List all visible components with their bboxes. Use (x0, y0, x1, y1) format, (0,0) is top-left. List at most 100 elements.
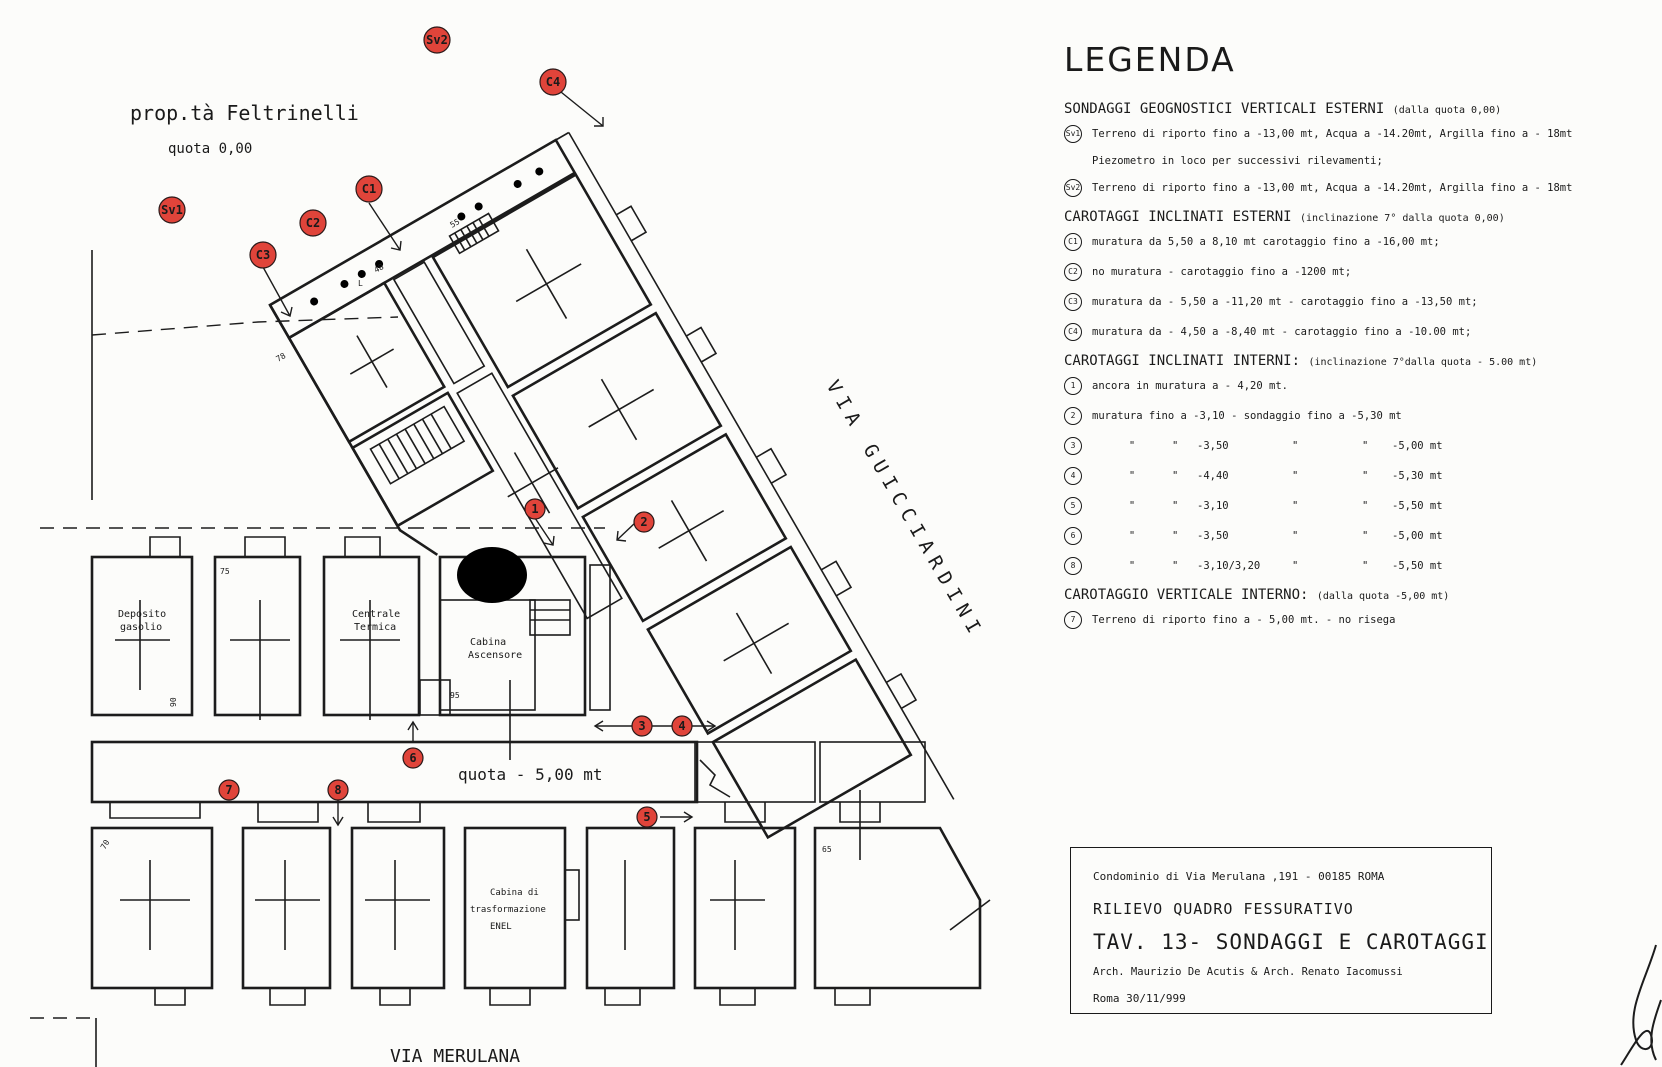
legend-internal-row: 5""-3,10""-5,50 mt (1064, 497, 1620, 515)
marker-4: 4 (671, 715, 693, 737)
property-level: quota 0,00 (168, 141, 252, 157)
marker-6: 6 (402, 747, 424, 769)
dim-48: 48 (373, 262, 386, 275)
svg-text:1: 1 (531, 502, 538, 516)
svg-text:5: 5 (643, 810, 650, 824)
sv2-symbol-icon: Sv2 (1064, 179, 1082, 197)
ditto-mark: " (1292, 500, 1299, 512)
room-enel-3: ENEL (490, 922, 512, 932)
title-survey: RILIEVO QUADRO FESSURATIVO (1093, 900, 1354, 918)
section-title: CAROTAGGI INCLINATI ESTERNI (1064, 209, 1292, 225)
sv2-text: Terreno di riporto fino a -13,00 mt, Acq… (1092, 182, 1573, 194)
c2-symbol-icon: C2 (1064, 263, 1082, 281)
legend-sv1: Sv1 Terreno di riporto fino a -13,00 mt,… (1064, 125, 1620, 143)
sv1-note: Piezometro in loco per successivi rileva… (1092, 155, 1383, 167)
dim-70: 70 (99, 838, 112, 851)
section-title: SONDAGGI GEOGNOSTICI VERTICALI ESTERNI (1064, 101, 1385, 117)
dim-55: 55 (449, 217, 462, 230)
dim-65: 65 (822, 845, 832, 854)
ditto-mark: " (1362, 500, 1369, 512)
dim-90: 90 (169, 697, 178, 707)
depth-from: -3,50 (1197, 530, 1229, 542)
svg-text:2: 2 (640, 515, 647, 529)
title-block: Condominio di Via Merulana ,191 - 00185 … (1070, 847, 1492, 1014)
section-note: (inclinazione 7° dalla quota 0,00) (1300, 213, 1505, 224)
i2-text: muratura fino a -3,10 - sondaggio fino a… (1092, 410, 1402, 422)
svg-text:Sv2: Sv2 (426, 33, 448, 47)
ditto-mark: " (1172, 560, 1179, 572)
svg-text:C1: C1 (362, 182, 376, 196)
legend-sv2: Sv2 Terreno di riporto fino a -13,00 mt,… (1064, 179, 1620, 197)
street-via-guicciardini: VIA GUICCIARDINI (822, 377, 989, 644)
depth-to: -5,50 mt (1392, 500, 1443, 512)
depth-to: -5,00 mt (1392, 440, 1443, 452)
sv1-symbol-icon: Sv1 (1064, 125, 1082, 143)
marker-5: 5 (636, 806, 658, 828)
c2-text: no muratura - carotaggio fino a -1200 mt… (1092, 266, 1352, 278)
svg-text:6: 6 (409, 751, 416, 765)
legend-internal-row: 6""-3,50""-5,00 mt (1064, 527, 1620, 545)
legend: LEGENDA SONDAGGI GEOGNOSTICI VERTICALI E… (1060, 40, 1620, 641)
dim-78: 78 (275, 351, 288, 364)
svg-text:8: 8 (334, 783, 341, 797)
svg-text:C2: C2 (306, 216, 320, 230)
probe-number-icon: 5 (1064, 497, 1082, 515)
ditto-mark: " (1172, 440, 1179, 452)
depth-to: -5,50 mt (1392, 560, 1443, 572)
marker-3: 3 (631, 715, 653, 737)
probe-number-icon: 6 (1064, 527, 1082, 545)
ditto-mark: " (1172, 500, 1179, 512)
section-title: CAROTAGGI INCLINATI INTERNI: (1064, 353, 1301, 369)
v7-text: Terreno di riporto fino a - 5,00 mt. - n… (1092, 614, 1396, 626)
title-architects: Arch. Maurizio De Acutis & Arch. Renato … (1093, 966, 1403, 978)
title-address: Condominio di Via Merulana ,191 - 00185 … (1093, 870, 1385, 883)
i1-text: ancora in muratura a - 4,20 mt. (1092, 380, 1288, 392)
ditto-mark: " (1362, 440, 1369, 452)
depth-to: -5,30 mt (1392, 470, 1443, 482)
legend-internal-row: 8""-3,10/3,20""-5,50 mt (1064, 557, 1620, 575)
probe-markers: Sv2 Sv1 C4 C1 C2 C3 1 2 3 4 5 6 7 8 (158, 26, 693, 828)
room-centrale-1: Centrale (352, 609, 400, 620)
probe-number-icon: 8 (1064, 557, 1082, 575)
section-title: CAROTAGGIO VERTICALE INTERNO: (1064, 587, 1309, 603)
street-via-merulana: VIA MERULANA (390, 1046, 520, 1067)
ditto-mark: " (1128, 530, 1136, 542)
ditto-mark: " (1172, 530, 1179, 542)
svg-text:Sv1: Sv1 (161, 203, 183, 217)
c1-text: muratura da 5,50 a 8,10 mt carotaggio fi… (1092, 236, 1440, 248)
marker-c1: C1 (355, 175, 383, 203)
dim-95: 95 (450, 691, 460, 700)
legend-internal-row: 4""-4,40""-5,30 mt (1064, 467, 1620, 485)
marker-c3: C3 (249, 241, 277, 269)
legend-section-vertical-external: SONDAGGI GEOGNOSTICI VERTICALI ESTERNI (… (1064, 101, 1620, 117)
title-date: Roma 30/11/999 (1093, 992, 1186, 1005)
room-centrale-2: Termica (354, 622, 396, 633)
room-cabina-asc-1: Cabina (470, 637, 506, 648)
c4-symbol-icon: C4 (1064, 323, 1082, 341)
legend-section-vertical-internal: CAROTAGGIO VERTICALE INTERNO: (dalla quo… (1064, 587, 1620, 603)
marker-8: 8 (327, 779, 349, 801)
probe-7-symbol-icon: 7 (1064, 611, 1082, 629)
sv1-text: Terreno di riporto fino a -13,00 mt, Acq… (1092, 128, 1573, 140)
room-cabina-asc-2: Ascensore (468, 650, 522, 661)
marker-1: 1 (524, 498, 546, 520)
svg-text:C3: C3 (256, 248, 270, 262)
dimension-marks: 55 48 78 75 90 95 70 65 L (99, 217, 832, 854)
ditto-mark: " (1292, 440, 1299, 452)
ditto-mark: " (1128, 440, 1136, 452)
legend-c2: C2 no muratura - carotaggio fino a -1200 … (1064, 263, 1620, 281)
marker-c2: C2 (299, 209, 327, 237)
depth-from: -3,10 (1197, 500, 1229, 512)
probe-number-icon: 3 (1064, 437, 1082, 455)
svg-text:7: 7 (225, 783, 232, 797)
legend-v7: 7 Terreno di riporto fino a - 5,00 mt. - … (1064, 611, 1620, 629)
legend-title: LEGENDA (1064, 40, 1236, 79)
dim-75: 75 (220, 567, 230, 576)
